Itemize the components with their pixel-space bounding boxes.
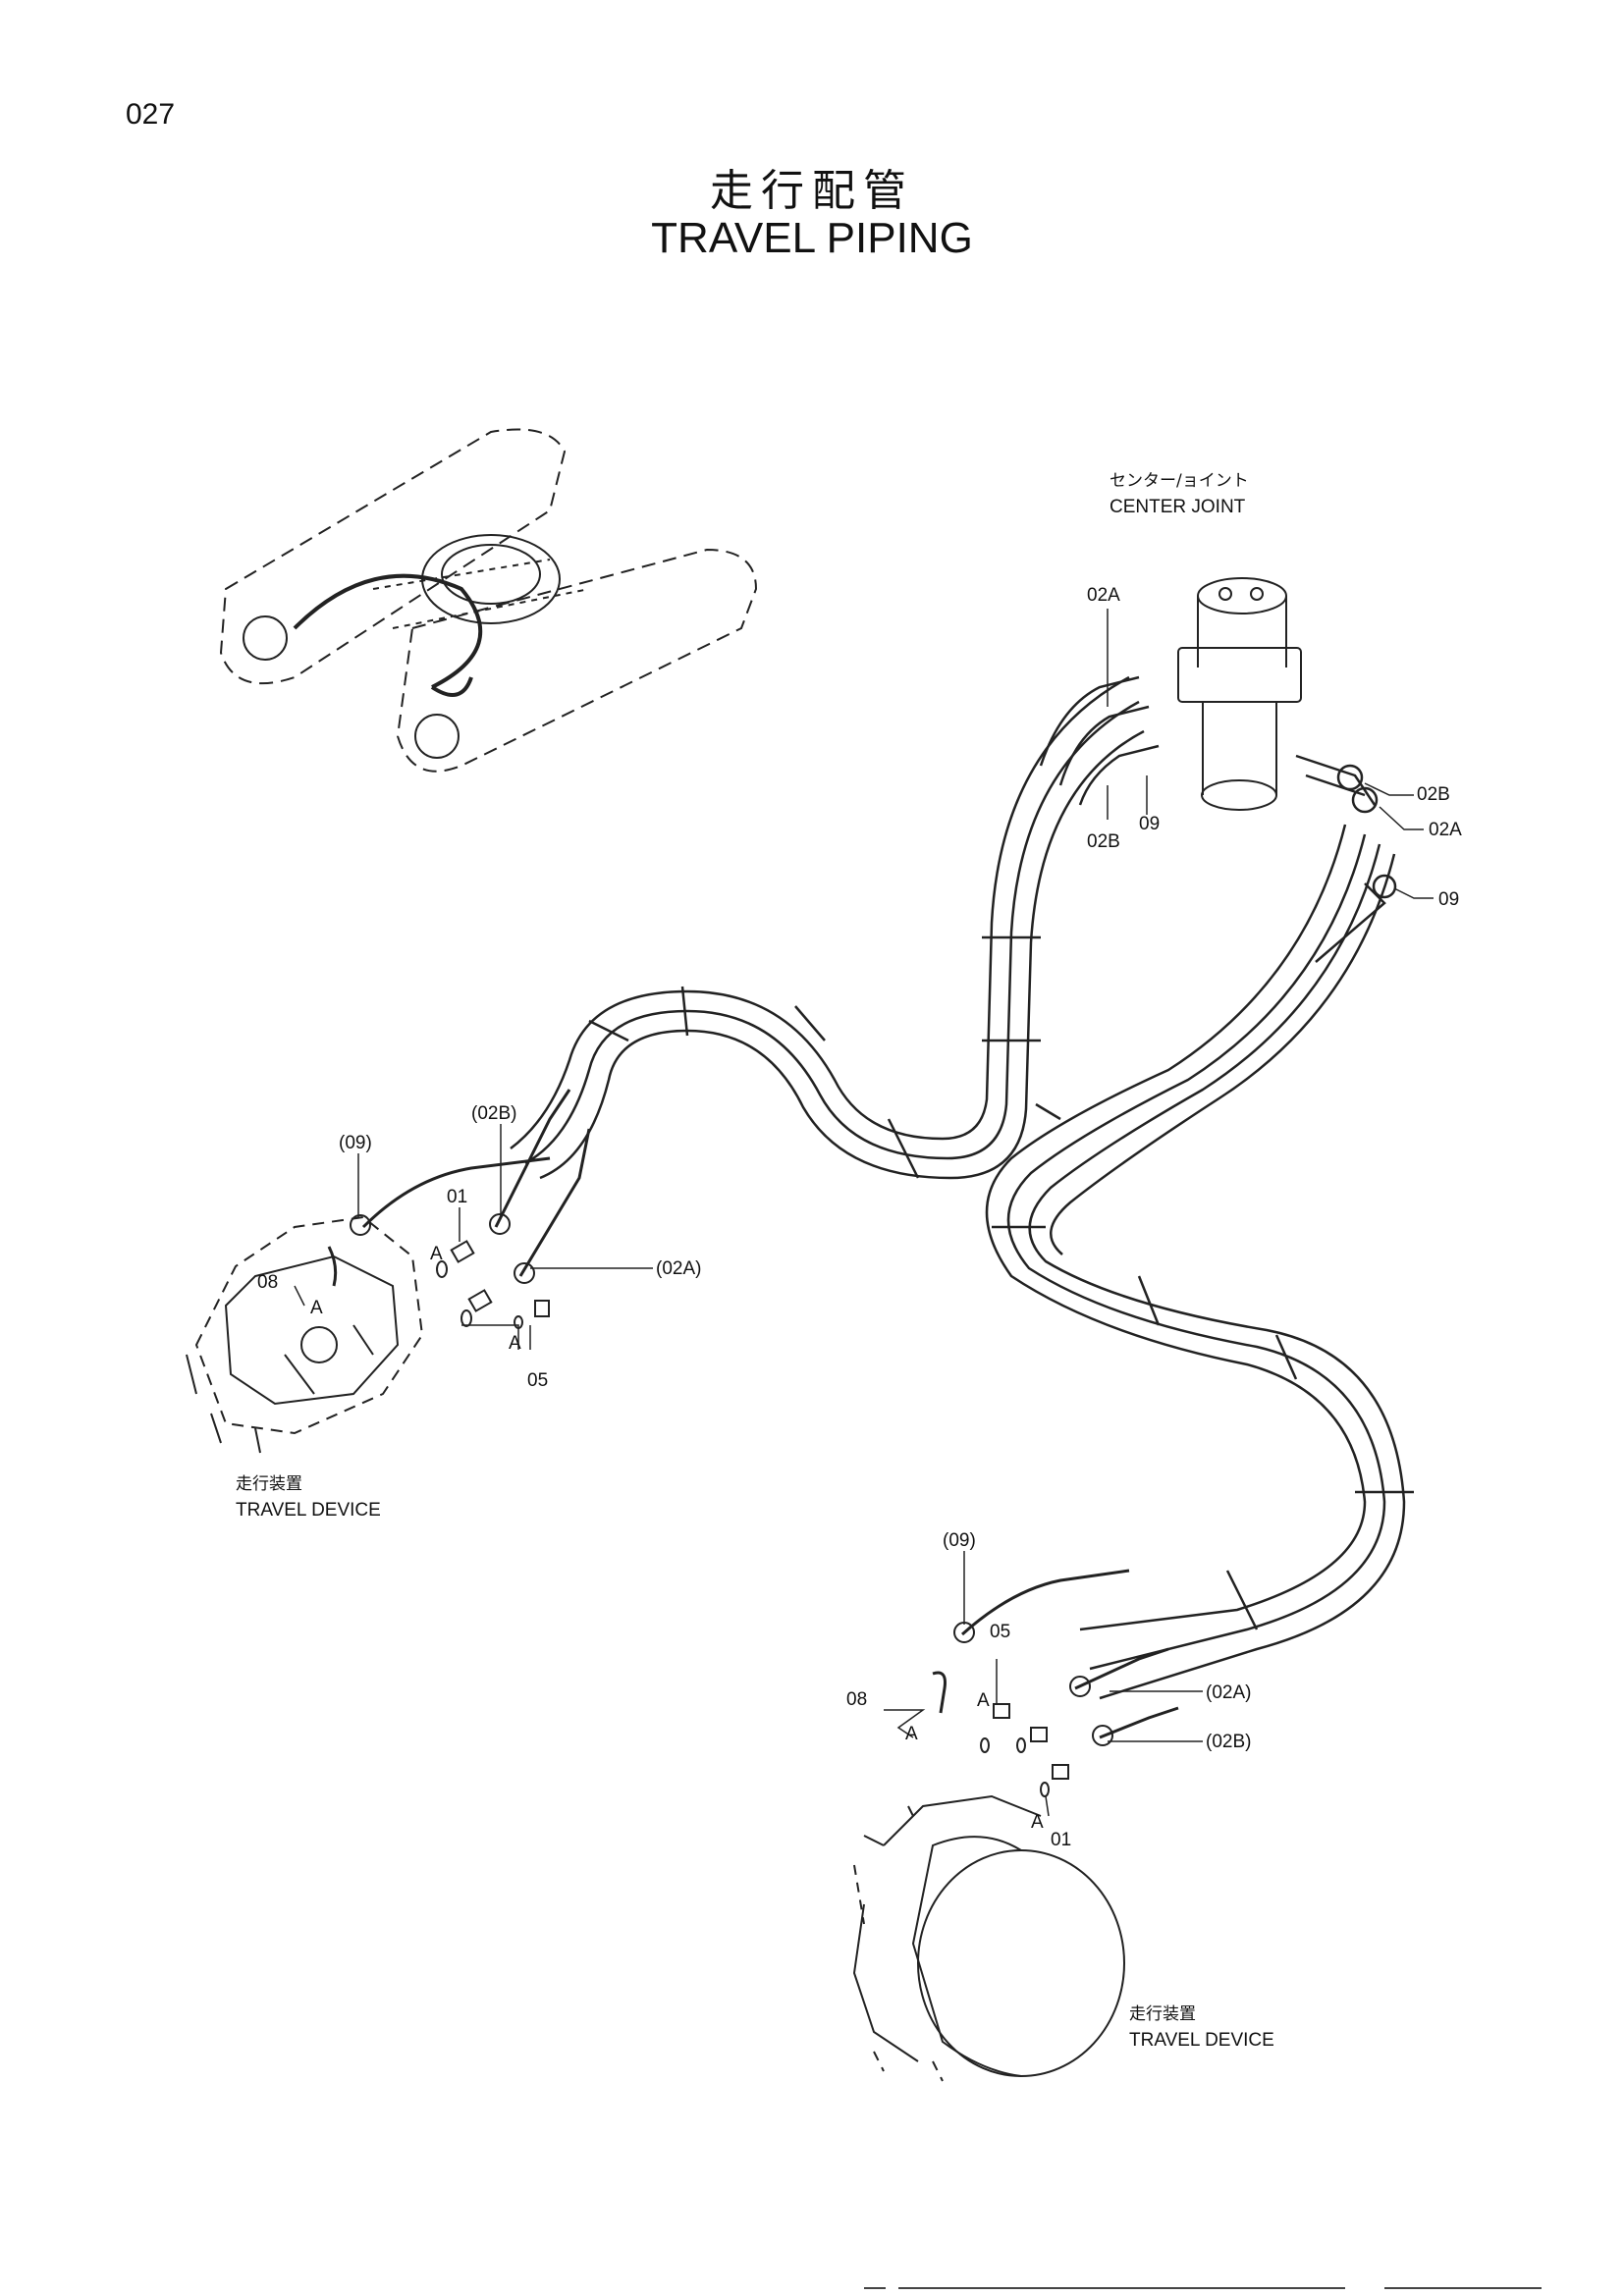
right-travel-device-label-jp: 走行装置	[1129, 2004, 1196, 2024]
right-callout-01: 01	[1051, 1830, 1071, 1850]
footer-rule-right	[1384, 2287, 1542, 2289]
left-callout-a3: A	[509, 1333, 521, 1354]
footer-rule-left	[864, 2287, 886, 2289]
leader-lines	[294, 609, 1434, 1817]
right-callout-a3: A	[1031, 1812, 1044, 1833]
right-callout-05: 05	[990, 1622, 1010, 1642]
callout-09-right: 09	[1438, 889, 1459, 910]
left-callout-a1: A	[430, 1244, 443, 1264]
callout-02a-top: 02A	[1087, 585, 1120, 606]
footer-rule-center	[898, 2287, 1345, 2289]
left-callout-02a: (02A)	[656, 1258, 701, 1279]
page-number: 027	[126, 98, 176, 131]
title-japanese: 走行配管	[710, 166, 914, 216]
left-callout-09: (09)	[339, 1133, 372, 1153]
left-fittings	[327, 1089, 591, 1329]
callout-09-bottom: 09	[1139, 814, 1160, 834]
title-english: TRAVEL PIPING	[651, 214, 973, 262]
center-joint	[1177, 577, 1302, 811]
center-joint-label-jp: センター/ョイント	[1110, 471, 1249, 491]
left-callout-a2: A	[310, 1298, 323, 1318]
right-fittings	[932, 1569, 1179, 1797]
left-callout-08: 08	[257, 1272, 278, 1293]
left-callout-02b: (02B)	[471, 1103, 516, 1124]
left-callout-01: 01	[447, 1187, 467, 1207]
left-callout-05: 05	[527, 1370, 548, 1391]
right-travel-device	[852, 1794, 1125, 2082]
right-callout-02b: (02B)	[1206, 1732, 1251, 1752]
right-callout-08: 08	[846, 1689, 867, 1710]
center-joint-label-en: CENTER JOINT	[1110, 497, 1246, 517]
callout-02a-right: 02A	[1429, 820, 1462, 840]
left-travel-device	[186, 1215, 424, 1454]
left-travel-device-label-jp: 走行装置	[236, 1474, 302, 1494]
labels: センター/ョイント CENTER JOINT 02A 02B 09 02B 02…	[236, 471, 1462, 2051]
right-travel-device-label-en: TRAVEL DEVICE	[1129, 2030, 1274, 2051]
right-callout-09: (09)	[943, 1530, 976, 1551]
center-joint-hoses	[1039, 675, 1397, 963]
left-travel-device-label-en: TRAVEL DEVICE	[236, 1500, 381, 1521]
callout-02b-right: 02B	[1417, 784, 1450, 805]
right-callout-a1: A	[977, 1690, 990, 1711]
callout-02b-bottom: 02B	[1087, 831, 1120, 852]
hose-bundle	[510, 675, 1414, 1700]
right-callout-a2: A	[905, 1724, 918, 1744]
undercarriage-overview	[219, 428, 758, 773]
right-callout-02a: (02A)	[1206, 1682, 1251, 1703]
